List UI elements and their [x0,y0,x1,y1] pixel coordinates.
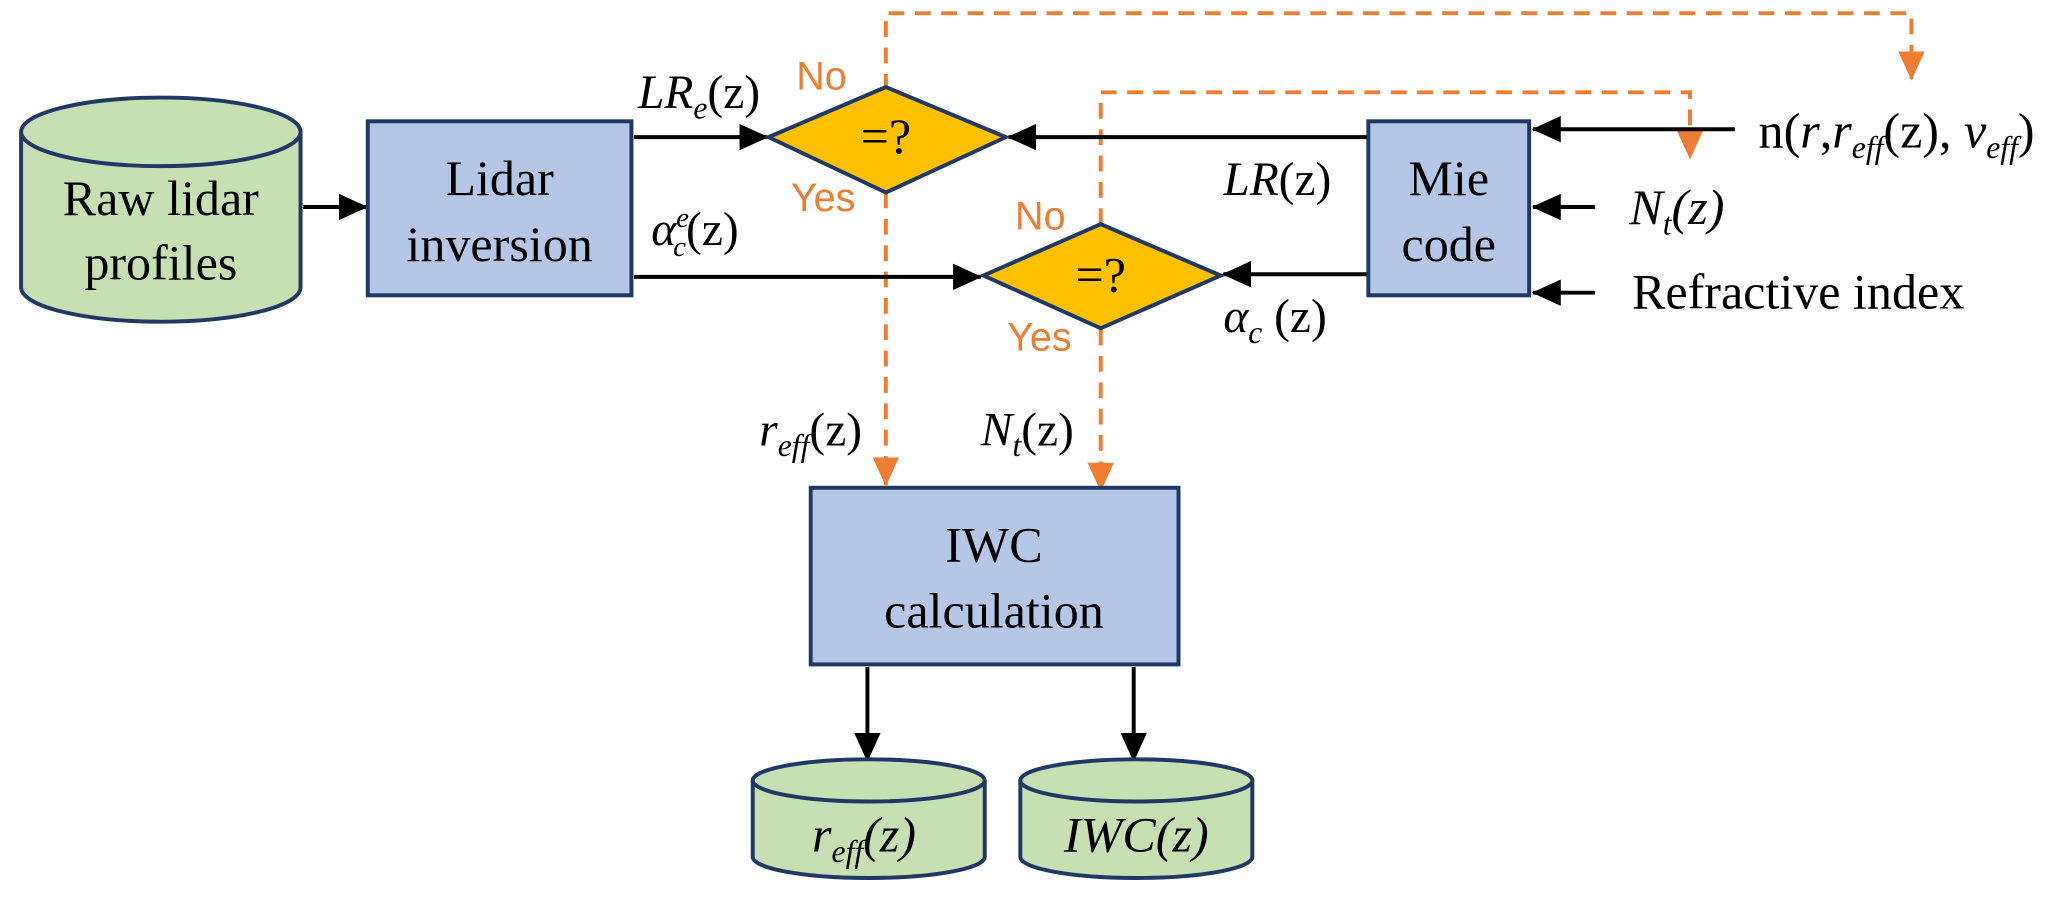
input-refractive-index: Refractive index [1632,263,1964,319]
input-nt: Nt(z) [1628,179,1724,242]
lidar-label-1: Lidar [445,150,554,206]
label-lr: LR(z) [1222,154,1331,206]
label-nt: Nt(z) [980,405,1074,464]
label-lre: LRe(z) [637,67,760,126]
comparator-lr-yes: Yes [791,176,856,220]
label-alpha-c: αc (z) [1223,291,1326,350]
lidar-label-2: inversion [406,216,592,272]
mie-label-1: Mie [1408,150,1489,206]
lidar-inversion-node: Lidar inversion [365,119,634,298]
iwc-label-1: IWC [945,517,1042,573]
raw-lidar-profiles-node: Raw lidar profiles [19,95,303,324]
iwc-calculation-node: IWC calculation [808,485,1181,667]
comparator-lr-node: =? No Yes [763,55,1011,220]
comparator-lr-no: No [796,55,847,99]
output-reff-label: reff(z) [812,807,916,870]
comparator-lr-label: =? [861,108,911,164]
raw-lidar-label-2: profiles [84,234,237,290]
label-reff: reff(z) [759,405,862,464]
comparator-alpha-no: No [1015,194,1066,238]
dashed-loop-nt [1098,90,1704,225]
input-size-distribution: n(r,reff(z), νeff) [1759,103,2035,166]
raw-lidar-label-1: Raw lidar [63,170,259,226]
comparator-alpha-node: =? No Yes [978,194,1226,360]
output-iwc-label: IWC(z) [1063,807,1209,863]
comparator-alpha-label: =? [1075,246,1125,302]
mie-label-2: code [1401,216,1496,272]
mie-code-node: Mie code [1366,119,1532,298]
iwc-label-2: calculation [884,583,1104,639]
comparator-alpha-yes: Yes [1007,316,1072,360]
output-reff-node: reff(z) [750,757,987,880]
dashed-loop-reff [883,11,1925,117]
output-iwc-node: IWC(z) [1018,757,1255,880]
